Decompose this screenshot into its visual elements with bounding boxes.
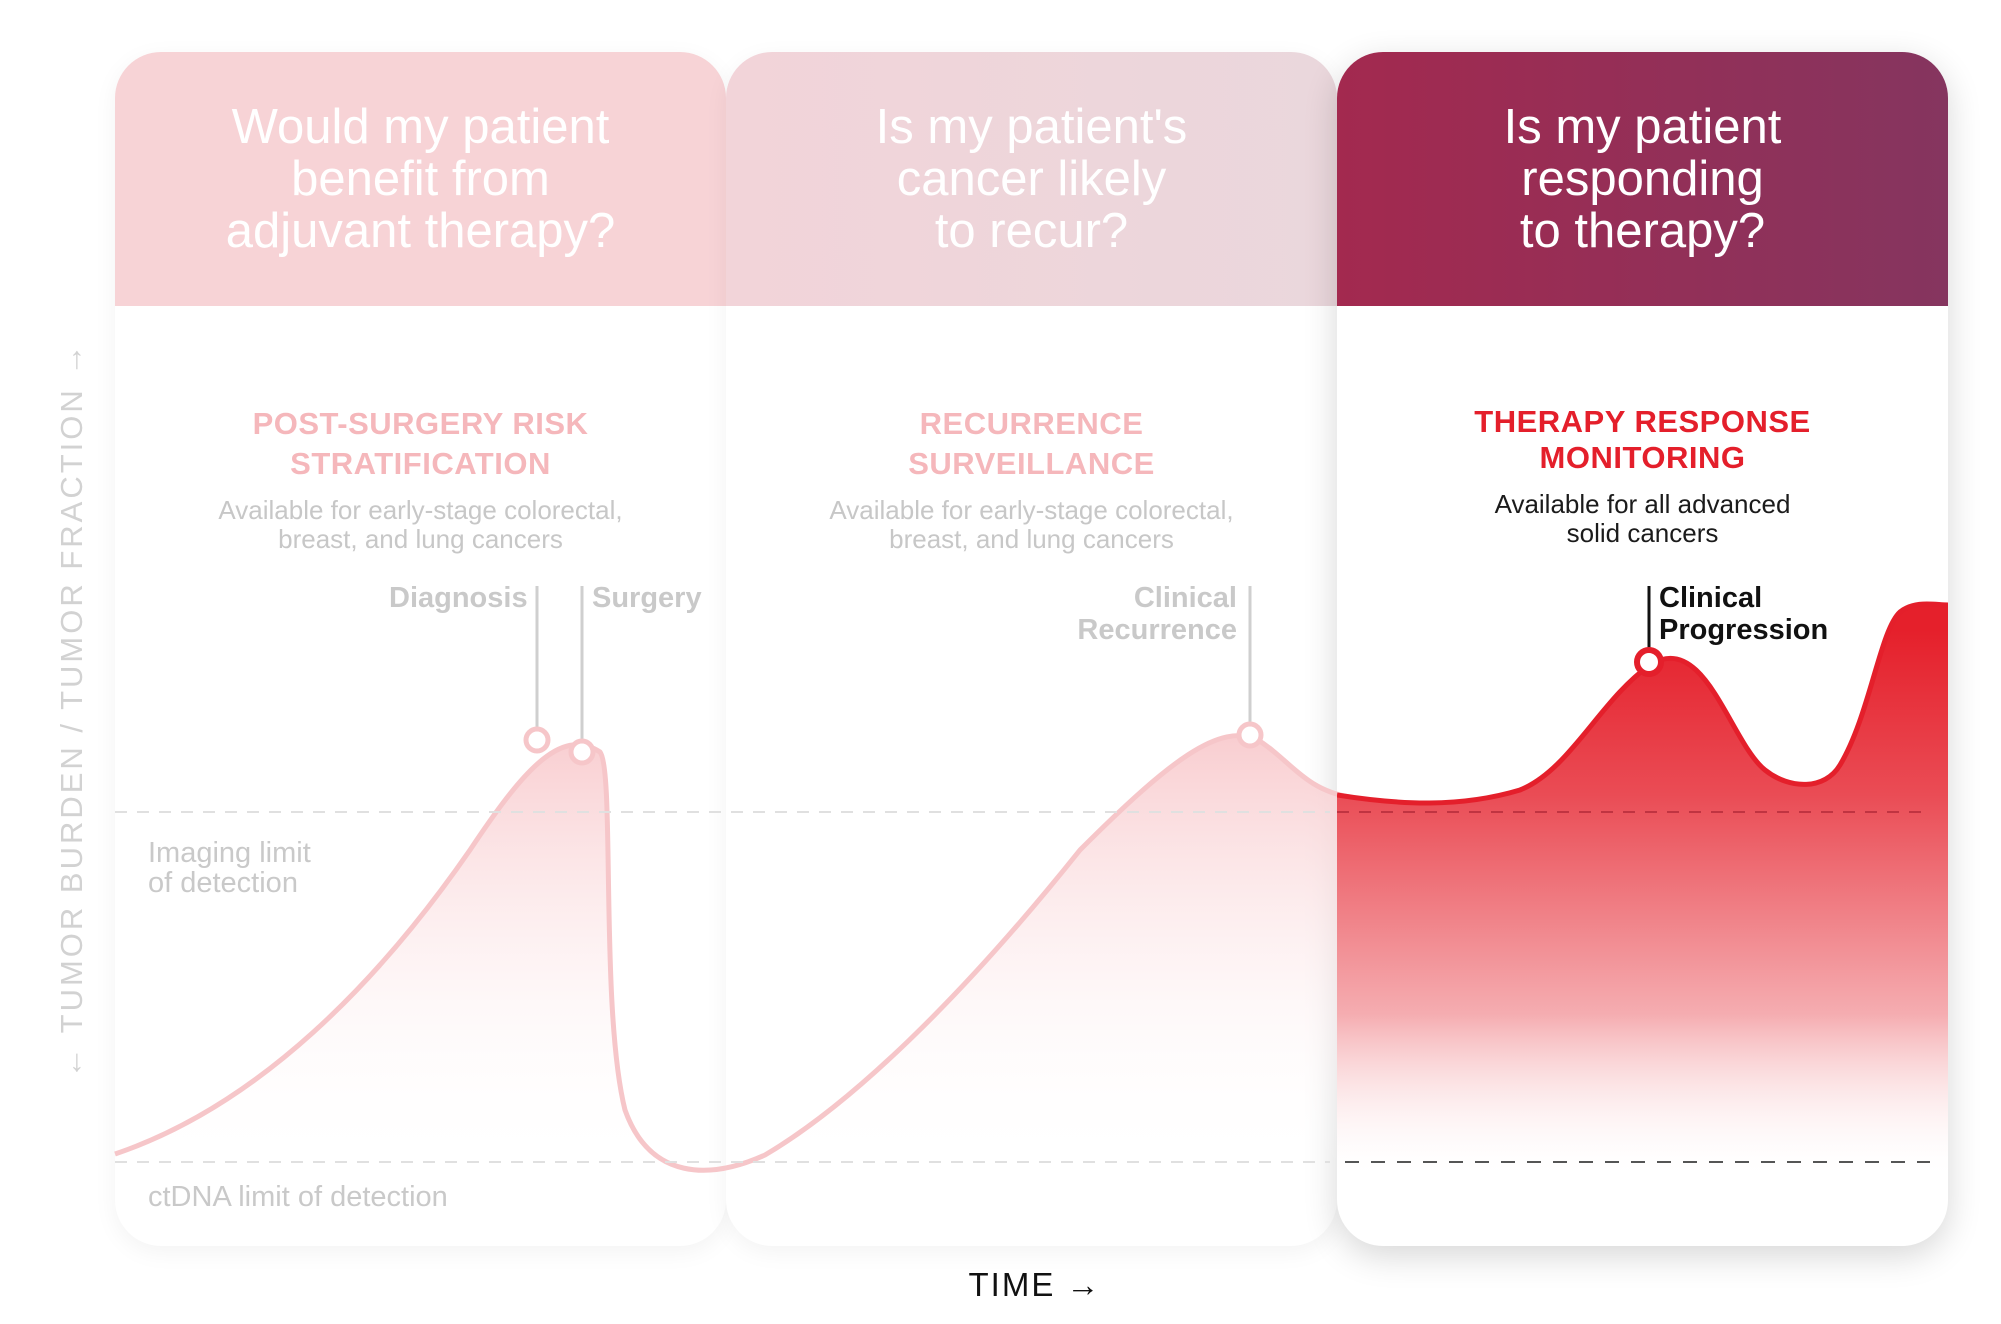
panel-header: Would my patient benefit from adjuvant t…: [115, 52, 726, 306]
panel-header: Is my patient responding to therapy?: [1337, 52, 1948, 306]
curve-fill-faint: [115, 735, 1350, 1171]
stage-panel-post-surgery: Would my patient benefit from adjuvant t…: [115, 52, 726, 1246]
stage-description: Available for early-stage colorectal, br…: [829, 495, 1234, 554]
panel-header: Is my patient's cancer likely to recur?: [726, 52, 1337, 306]
curve-fill-bright: [1337, 603, 1948, 1180]
curve-line-faint: [114, 733, 1351, 1173]
diagnosis-marker: [523, 726, 551, 754]
x-axis-label: TIME →: [968, 1266, 1102, 1303]
panel-question: Is my patient responding to therapy?: [1503, 100, 1782, 258]
ctdna-limit-label: ctDNA limit of detection: [148, 1181, 448, 1213]
stage-title: THERAPY RESPONSE MONITORING: [1474, 404, 1811, 475]
progression-marker: [1634, 647, 1664, 677]
stage-title: RECURRENCE SURVEILLANCE: [908, 406, 1155, 481]
panel-question: Would my patient benefit from adjuvant t…: [225, 100, 616, 258]
clinical-progression-label: Clinical Progression: [1659, 582, 1829, 646]
stage-description: Available for all advanced solid cancers: [1494, 489, 1791, 548]
stage-description: Available for early-stage colorectal, br…: [218, 495, 623, 554]
diagnosis-label: Diagnosis: [389, 582, 528, 614]
imaging-limit-label: Imaging limit of detection: [148, 837, 311, 899]
stage-title: POST-SURGERY RISK STRATIFICATION: [252, 406, 589, 481]
surgery-label: Surgery: [592, 582, 702, 614]
panel-question: Is my patient's cancer likely to recur?: [875, 100, 1188, 258]
recurrence-marker: [1236, 721, 1264, 749]
curve-line-bright: [1337, 601, 1948, 806]
clinical-recurrence-label: Clinical Recurrence: [1077, 582, 1237, 646]
y-axis-label: ← TUMOR BURDEN / TUMOR FRACTION →: [54, 341, 89, 1079]
surgery-marker: [568, 738, 596, 766]
